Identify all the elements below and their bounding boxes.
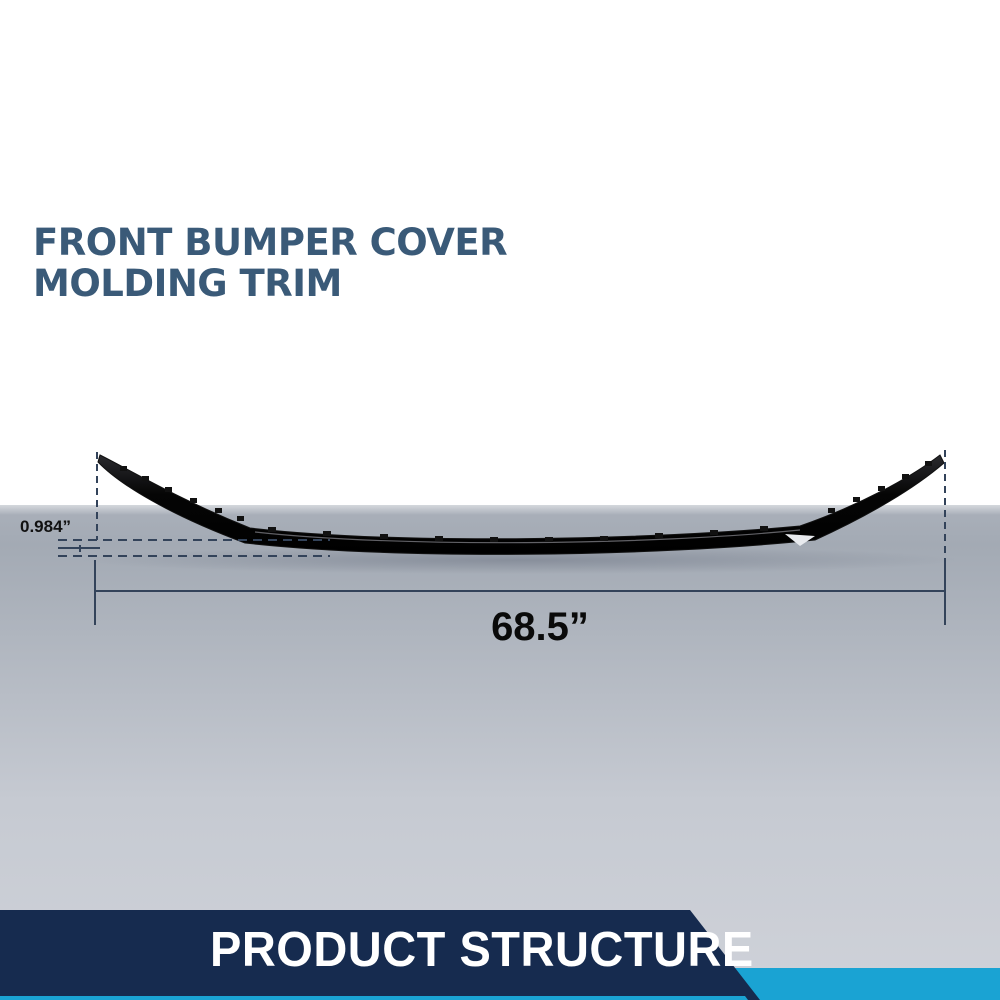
width-dimension-label: 68.5” bbox=[491, 605, 589, 649]
dimension-lines bbox=[58, 450, 946, 625]
bumper-trim-image bbox=[97, 454, 945, 555]
height-dimension-label: 0.984” bbox=[20, 517, 72, 536]
product-title-line1: FRONT BUMPER COVER bbox=[33, 221, 508, 264]
horizon-fade bbox=[0, 495, 1000, 515]
backdrop-wall bbox=[0, 0, 1000, 500]
product-title-line2: MOLDING TRIM bbox=[33, 262, 342, 305]
footer-banner bbox=[0, 910, 1000, 1000]
footer-section-title: PRODUCT STRUCTURE bbox=[210, 920, 754, 977]
trim-shadow bbox=[80, 546, 960, 574]
